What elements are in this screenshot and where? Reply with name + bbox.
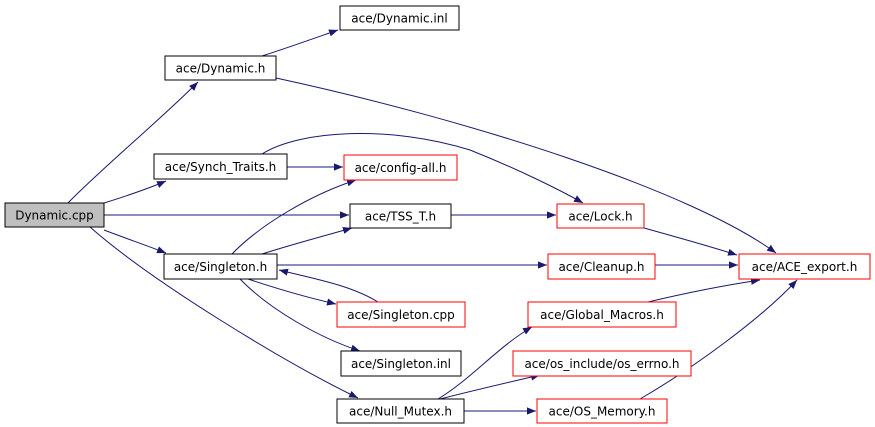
node-box — [343, 154, 458, 181]
node-box — [340, 350, 462, 377]
node-box — [336, 398, 465, 424]
edge-os-memory-h-to-ace-export-h — [639, 279, 798, 400]
node-singleton-cpp[interactable]: ace/Singleton.cpp — [336, 301, 466, 328]
edge-dynamic-h-to-dynamic-inl — [261, 29, 339, 57]
node-cleanup-h[interactable]: ace/Cleanup.h — [547, 253, 656, 280]
node-singleton-inl[interactable]: ace/Singleton.inl — [340, 350, 462, 377]
node-box — [527, 301, 677, 328]
edge-singleton-cpp-to-singleton-h — [278, 268, 379, 303]
node-os-errno-h[interactable]: ace/os_include/os_errno.h — [512, 350, 692, 377]
edge-singleton-h-to-singleton-inl — [239, 278, 361, 352]
node-config-all-h[interactable]: ace/config-all.h — [343, 154, 458, 181]
node-dynamic-inl[interactable]: ace/Dynamic.inl — [339, 5, 460, 31]
node-label: ace/Cleanup.h — [558, 260, 644, 274]
edge-dynamic-cpp-to-dynamic-h — [67, 81, 199, 204]
node-dynamic-cpp[interactable]: Dynamic.cpp — [4, 202, 105, 228]
edges-layer — [67, 29, 798, 415]
edge-dynamic-h-to-ace-export-h — [275, 77, 777, 254]
edge-synch-traits-h-to-lock-h — [261, 132, 584, 204]
node-label: ace/Singleton.cpp — [347, 308, 455, 322]
node-tss-t-h[interactable]: ace/TSS_T.h — [349, 203, 452, 229]
node-box — [336, 301, 466, 328]
node-box — [164, 55, 277, 81]
node-box — [349, 203, 452, 229]
node-box — [738, 253, 871, 280]
node-label: ace/os_include/os_errno.h — [524, 357, 679, 371]
node-label: ace/Dynamic.h — [176, 62, 266, 76]
edge-global-macros-h-to-ace-export-h — [647, 277, 761, 303]
edge-null-mutex-h-to-os-errno-h — [439, 373, 541, 400]
node-box — [163, 253, 278, 280]
node-label: ace/Singleton.inl — [351, 357, 451, 371]
node-box — [536, 398, 668, 424]
node-ace-export-h[interactable]: ace/ACE_export.h — [738, 253, 871, 280]
node-box — [547, 253, 656, 280]
node-lock-h[interactable]: ace/Lock.h — [556, 203, 645, 229]
edge-dynamic-cpp-to-synch-traits-h — [103, 180, 167, 204]
node-singleton-h[interactable]: ace/Singleton.h — [163, 253, 278, 280]
node-label: ace/Null_Mutex.h — [349, 405, 452, 419]
node-box — [556, 203, 645, 229]
node-label: ace/Dynamic.inl — [351, 12, 447, 26]
node-dynamic-h[interactable]: ace/Dynamic.h — [164, 55, 277, 81]
nodes-layer: Dynamic.cpp ace/Dynamic.inl ace/Dynamic.… — [4, 5, 871, 424]
node-label: ace/config-all.h — [355, 161, 447, 175]
node-box — [339, 5, 460, 31]
edge-null-mutex-h-to-global-macros-h — [437, 326, 533, 400]
node-label: ace/Synch_Traits.h — [165, 160, 276, 174]
node-label: Dynamic.cpp — [15, 209, 94, 223]
node-global-macros-h[interactable]: ace/Global_Macros.h — [527, 301, 677, 328]
edge-dynamic-cpp-to-singleton-h — [103, 229, 167, 254]
node-null-mutex-h[interactable]: ace/Null_Mutex.h — [336, 398, 465, 424]
edge-singleton-h-to-tss-t-h — [261, 226, 353, 255]
edge-dynamic-cpp-to-null-mutex-h — [89, 226, 359, 399]
node-box — [4, 202, 105, 228]
edge-lock-h-to-ace-export-h — [643, 227, 738, 256]
node-synch-traits-h[interactable]: ace/Synch_Traits.h — [153, 153, 288, 180]
node-label: ace/ACE_export.h — [752, 260, 858, 274]
node-label: ace/OS_Memory.h — [549, 405, 656, 419]
node-os-memory-h[interactable]: ace/OS_Memory.h — [536, 398, 668, 424]
node-box — [153, 153, 288, 180]
node-label: ace/Singleton.h — [174, 260, 267, 274]
node-label: ace/Lock.h — [568, 210, 632, 224]
node-box — [512, 350, 692, 377]
edge-singleton-h-to-config-all-h — [231, 179, 357, 255]
node-label: ace/Global_Macros.h — [540, 308, 664, 322]
node-label: ace/TSS_T.h — [365, 210, 436, 224]
edge-singleton-h-to-singleton-cpp — [247, 278, 337, 306]
